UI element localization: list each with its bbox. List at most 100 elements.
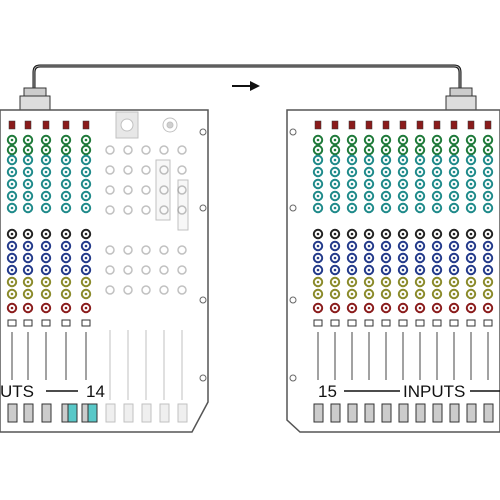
left-rack-holes	[199, 128, 207, 382]
master-knob	[159, 265, 169, 275]
channel-mute-button	[7, 319, 17, 327]
master-channel-strips	[105, 145, 188, 423]
channel-knob-center	[384, 244, 388, 248]
channel-knob-center	[384, 148, 388, 152]
channel-knob-center	[26, 182, 30, 186]
channel-knob-center	[469, 232, 473, 236]
channel-knob-center	[84, 170, 88, 174]
channel-fader-cap	[347, 403, 358, 423]
channel-knob-center	[64, 138, 68, 142]
channel-knob-center	[435, 232, 439, 236]
left-inputs-label: UTS	[0, 382, 34, 401]
channel-knob-center	[350, 138, 354, 142]
channel-knob-center	[469, 138, 473, 142]
channel-fader-cap	[449, 403, 460, 423]
channel-knob-center	[316, 306, 320, 310]
channel-knob-center	[401, 138, 405, 142]
channel-knob-center	[452, 182, 456, 186]
channel-knob-center	[44, 268, 48, 272]
channel-knob-center	[435, 268, 439, 272]
master-knob	[141, 145, 151, 155]
channel-knob-center	[26, 256, 30, 260]
channel-fader-cap	[23, 403, 34, 423]
master-fader-cap	[159, 403, 170, 423]
channel-knob-center	[10, 194, 14, 198]
channel-knob-center	[367, 138, 371, 142]
channel-knob-center	[418, 194, 422, 198]
channel-trim-button	[433, 120, 441, 130]
channel-knob-center	[10, 232, 14, 236]
channel-knob-center	[350, 256, 354, 260]
master-fader-cap	[123, 403, 134, 423]
channel-knob-center	[26, 148, 30, 152]
channel-knob-center	[418, 170, 422, 174]
channel-knob-center	[316, 292, 320, 296]
master-knob	[123, 265, 133, 275]
channel-trim-button	[62, 120, 70, 130]
channel-knob-center	[333, 170, 337, 174]
channel-knob-center	[316, 182, 320, 186]
master-knob	[105, 265, 115, 275]
channel-knob-center	[44, 138, 48, 142]
master-knob	[159, 245, 169, 255]
channel-knob-center	[435, 182, 439, 186]
channel-knob-center	[384, 194, 388, 198]
highlighted-fader-cap	[87, 403, 98, 423]
channel-knob-center	[367, 206, 371, 210]
channel-fader-cap	[432, 403, 443, 423]
channel-knob-center	[418, 182, 422, 186]
channel-trim-button	[348, 120, 356, 130]
channel-knob-center	[418, 280, 422, 284]
channel-knob-center	[316, 148, 320, 152]
master-knob	[177, 265, 187, 275]
channel-knob-center	[64, 306, 68, 310]
channel-mute-button	[483, 319, 493, 327]
channel-knob-center	[44, 292, 48, 296]
channel-knob-center	[452, 206, 456, 210]
channel-knob-center	[401, 182, 405, 186]
channel-knob-center	[486, 306, 490, 310]
channel-knob-center	[486, 256, 490, 260]
channel-knob-center	[367, 306, 371, 310]
channel-knob-center	[418, 148, 422, 152]
master-knob	[177, 205, 187, 215]
channel-knob-center	[333, 256, 337, 260]
channel-trim-button	[8, 120, 16, 130]
channel-knob-center	[44, 232, 48, 236]
channel-knob-center	[486, 268, 490, 272]
channel-knob-center	[384, 206, 388, 210]
channel-knob-center	[401, 292, 405, 296]
master-knob	[159, 145, 169, 155]
channel-knob-center	[452, 148, 456, 152]
channel-knob-center	[26, 280, 30, 284]
channel-knob-center	[316, 170, 320, 174]
channel-fader-cap	[381, 403, 392, 423]
channel-knob-center	[367, 194, 371, 198]
channel-knob-center	[316, 232, 320, 236]
channel-knob-center	[384, 158, 388, 162]
channel-trim-button	[399, 120, 407, 130]
channel-mute-button	[313, 319, 323, 327]
channel-knob-center	[452, 256, 456, 260]
channel-fader-cap	[330, 403, 341, 423]
channel-knob-center	[469, 170, 473, 174]
channel-knob-center	[84, 256, 88, 260]
channel-fader-cap	[364, 403, 375, 423]
master-section	[115, 111, 189, 231]
channel-knob-center	[350, 232, 354, 236]
channel-knob-center	[64, 148, 68, 152]
master-knob	[123, 165, 133, 175]
channel-knob-center	[401, 256, 405, 260]
master-knob	[123, 185, 133, 195]
channel-trim-button	[331, 120, 339, 130]
channel-mute-button	[432, 319, 442, 327]
channel-trim-button	[484, 120, 492, 130]
channel-knob-center	[401, 158, 405, 162]
channel-knob-center	[469, 256, 473, 260]
master-knob	[177, 285, 187, 295]
channel-knob-center	[10, 268, 14, 272]
master-knob	[105, 245, 115, 255]
channel-fader-cap	[483, 403, 494, 423]
channel-trim-button	[365, 120, 373, 130]
